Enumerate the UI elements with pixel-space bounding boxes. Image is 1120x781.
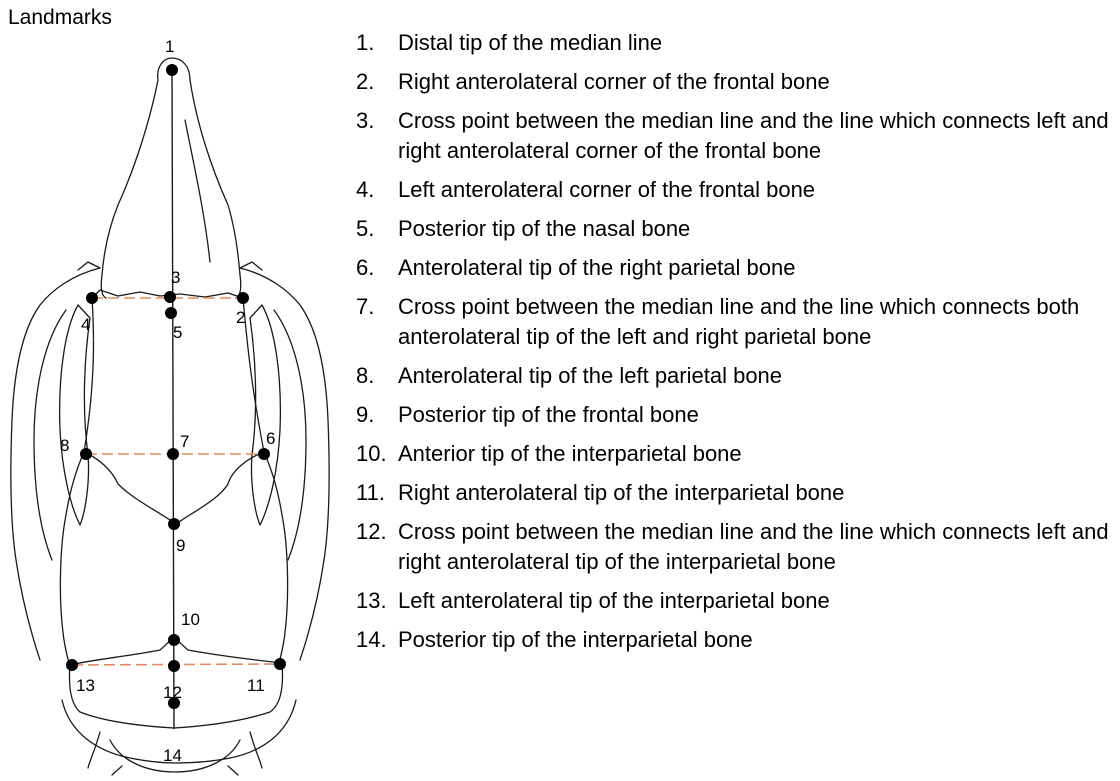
right-orbit (250, 305, 280, 525)
landmark-point-11 (274, 658, 286, 670)
legend-item: 6. Anterolateral tip of the right parieta… (356, 253, 1116, 283)
legend-item: 7. Cross point between the median line an… (356, 292, 1116, 352)
landmark-label-9: 9 (176, 536, 185, 555)
legend-item: 10. Anterior tip of the interparietal bon… (356, 439, 1116, 469)
legend-item: 5. Posterior tip of the nasal bone (356, 214, 1116, 244)
landmark-legend: 1. Distal tip of the median line 2. Right … (356, 28, 1116, 664)
landmark-label-14: 14 (163, 746, 182, 765)
landmark-label-11: 11 (247, 676, 265, 695)
landmark-point-9 (168, 518, 180, 530)
legend-number: 1. (356, 28, 374, 58)
legend-text: Anterior tip of the interparietal bone (398, 441, 742, 466)
landmark-label-1: 1 (165, 37, 174, 56)
landmark-label-12: 12 (163, 683, 182, 702)
legend-text: Right anterolateral corner of the fronta… (398, 69, 830, 94)
landmark-label-6: 6 (266, 429, 275, 448)
legend-item: 2. Right anterolateral corner of the fron… (356, 67, 1116, 97)
landmark-point-5 (165, 307, 177, 319)
right-zygomatic-arch (240, 262, 329, 660)
landmark-label-5: 5 (173, 323, 182, 342)
legend-text: Anterolateral tip of the right parietal … (398, 255, 795, 280)
right-arch-inner (274, 310, 306, 560)
landmark-label-3: 3 (171, 268, 180, 287)
landmark-label-13: 13 (76, 676, 95, 695)
legend-text: Cross point between the median line and … (398, 294, 1079, 349)
legend-number: 7. (356, 292, 374, 322)
landmark-point-6 (258, 448, 270, 460)
legend-number: 11. (356, 478, 385, 508)
legend-text: Distal tip of the median line (398, 30, 662, 55)
legend-number: 12. (356, 517, 387, 547)
legend-item: 14. Posterior tip of the interparietal bo… (356, 625, 1116, 655)
legend-text: Posterior tip of the nasal bone (398, 216, 690, 241)
landmark-point-12 (168, 660, 180, 672)
landmark-point-3 (164, 291, 176, 303)
landmark-label-8: 8 (60, 436, 69, 455)
legend-number: 6. (356, 253, 374, 283)
legend-item: 9. Posterior tip of the frontal bone (356, 400, 1116, 430)
landmark-point-2 (237, 292, 249, 304)
legend-text: Cross point between the median line and … (398, 519, 1109, 574)
legend-item: 8. Anterolateral tip of the left parietal… (356, 361, 1116, 391)
landmark-point-10 (168, 634, 180, 646)
nasal-outline (101, 58, 241, 298)
legend-item: 11. Right anterolateral tip of the interp… (356, 478, 1116, 508)
legend-item: 4. Left anterolateral corner of the front… (356, 175, 1116, 205)
legend-text: Right anterolateral tip of the interpari… (398, 480, 844, 505)
nasal-inner (185, 120, 210, 262)
landmark-label-7: 7 (180, 432, 189, 451)
skull-diagram: 1 2 3 4 5 6 7 8 9 10 11 12 13 14 (0, 0, 350, 781)
legend-item: 12. Cross point between the median line a… (356, 517, 1116, 577)
landmark-point-4 (86, 292, 98, 304)
legend-text: Posterior tip of the interparietal bone (398, 627, 753, 652)
median-line (172, 70, 174, 729)
left-orbit (60, 305, 90, 525)
landmark-label-10: 10 (181, 610, 200, 629)
legend-number: 10. (356, 439, 387, 469)
legend-number: 2. (356, 67, 374, 97)
legend-number: 9. (356, 400, 374, 430)
landmark-label-4: 4 (81, 315, 90, 334)
legend-text: Posterior tip of the frontal bone (398, 402, 699, 427)
landmark-point-1 (166, 64, 178, 76)
left-arch-inner (34, 310, 66, 560)
landmark-point-8 (80, 448, 92, 460)
legend-number: 4. (356, 175, 374, 205)
legend-item: 13. Left anterolateral tip of the interpa… (356, 586, 1116, 616)
legend-number: 5. (356, 214, 374, 244)
legend-number: 14. (356, 625, 387, 655)
legend-text: Left anterolateral tip of the interparie… (398, 588, 830, 613)
landmark-point-13 (66, 659, 78, 671)
landmark-label-2: 2 (236, 308, 245, 327)
legend-number: 3. (356, 106, 374, 136)
legend-text: Left anterolateral corner of the frontal… (398, 177, 815, 202)
legend-text: Anterolateral tip of the left parietal b… (398, 363, 782, 388)
legend-item: 3. Cross point between the median line an… (356, 106, 1116, 166)
legend-number: 8. (356, 361, 374, 391)
legend-text: Cross point between the median line and … (398, 108, 1109, 163)
legend-number: 13. (356, 586, 387, 616)
legend-item: 1. Distal tip of the median line (356, 28, 1116, 58)
landmark-point-7 (167, 448, 179, 460)
